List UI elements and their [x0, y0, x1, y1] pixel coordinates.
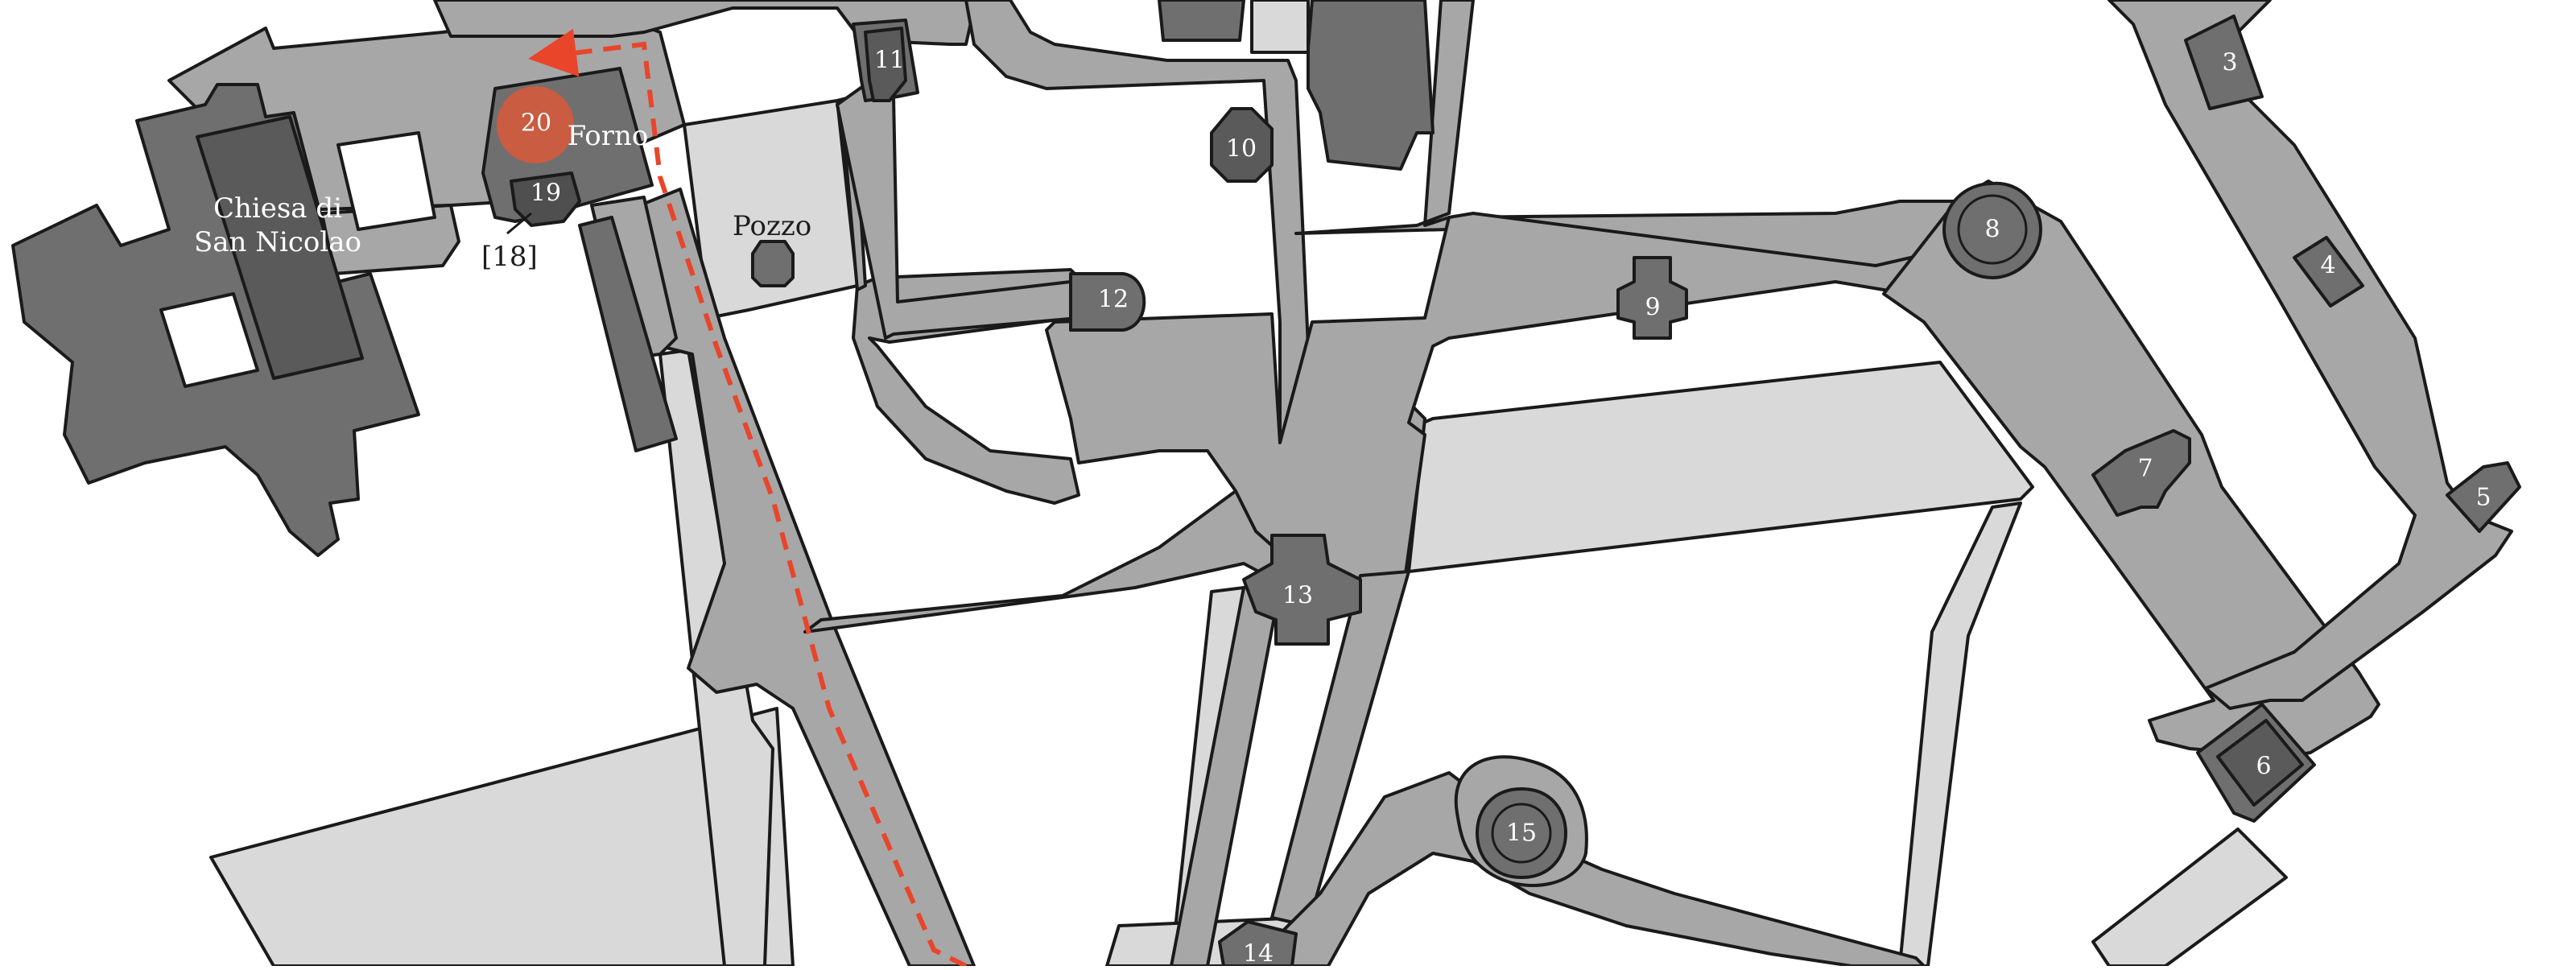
highlight-marker-20[interactable] — [497, 86, 574, 163]
marker-3[interactable]: 3 — [2222, 49, 2237, 77]
marker-8[interactable]: 8 — [1984, 216, 2000, 244]
building-3 — [2184, 14, 2264, 110]
building-5 — [2446, 461, 2521, 533]
west-avenue — [638, 188, 976, 968]
marker-19[interactable]: 19 — [530, 180, 561, 208]
marker-11[interactable]: 11 — [874, 47, 905, 75]
building-12 — [1069, 272, 1146, 332]
bracket-18-label: [18] — [481, 241, 538, 273]
building-13 — [1242, 534, 1362, 646]
building-14 — [1218, 920, 1298, 968]
church-label-line2: San Nicolao — [194, 226, 361, 258]
forno-label: Forno — [568, 120, 649, 152]
marker-7[interactable]: 7 — [2137, 455, 2153, 483]
leader-line-18 — [506, 212, 532, 235]
large-field — [1403, 361, 2034, 573]
se-strip — [2091, 828, 2288, 968]
long-shed — [578, 216, 678, 452]
marker-15[interactable]: 15 — [1506, 819, 1537, 848]
ring-road-east — [2107, 0, 2513, 710]
marker-12[interactable]: 12 — [1098, 286, 1129, 314]
pozzo-well — [751, 240, 795, 287]
ring-15-inner — [1491, 803, 1552, 864]
south-curve — [1270, 771, 1926, 968]
marker-13[interactable]: 13 — [1282, 582, 1313, 610]
building-9 — [1616, 256, 1688, 340]
building-11-core — [864, 27, 907, 102]
marker-20[interactable]: 20 — [521, 109, 551, 138]
marker-5[interactable]: 5 — [2475, 484, 2491, 512]
building-6-core — [2216, 719, 2304, 807]
lane-east-strip — [1898, 502, 2022, 968]
pozzo-label: Pozzo — [733, 210, 811, 242]
building-10 — [1210, 107, 1274, 183]
ring-8 — [1957, 194, 2028, 265]
marker-9[interactable]: 9 — [1645, 294, 1660, 322]
top-gap — [1250, 0, 1310, 54]
top-building-a — [1158, 0, 1245, 42]
place-labels: Chiesa di San Nicolao Forno Pozzo [18] — [194, 120, 811, 273]
buildings — [11, 0, 2521, 968]
building-15 — [1476, 787, 1567, 879]
building-4 — [2293, 236, 2364, 308]
map-markers: 3 4 5 6 7 8 9 10 11 12 13 14 15 19 20 — [521, 47, 2491, 968]
building-7 — [2091, 429, 2191, 517]
building-19 — [510, 171, 581, 227]
church-label-line1: Chiesa di — [213, 192, 342, 225]
church-side-hole — [336, 131, 436, 231]
marker-6[interactable]: 6 — [2256, 753, 2271, 781]
marker-rings — [1491, 194, 2028, 864]
top-building-b — [1307, 0, 1435, 171]
marker-4[interactable]: 4 — [2320, 252, 2335, 280]
marker-14[interactable]: 14 — [1243, 940, 1274, 968]
dashed-route — [528, 28, 968, 968]
church-transept-hole — [159, 292, 259, 388]
marker-10[interactable]: 10 — [1226, 135, 1257, 163]
church-nave — [196, 115, 364, 380]
